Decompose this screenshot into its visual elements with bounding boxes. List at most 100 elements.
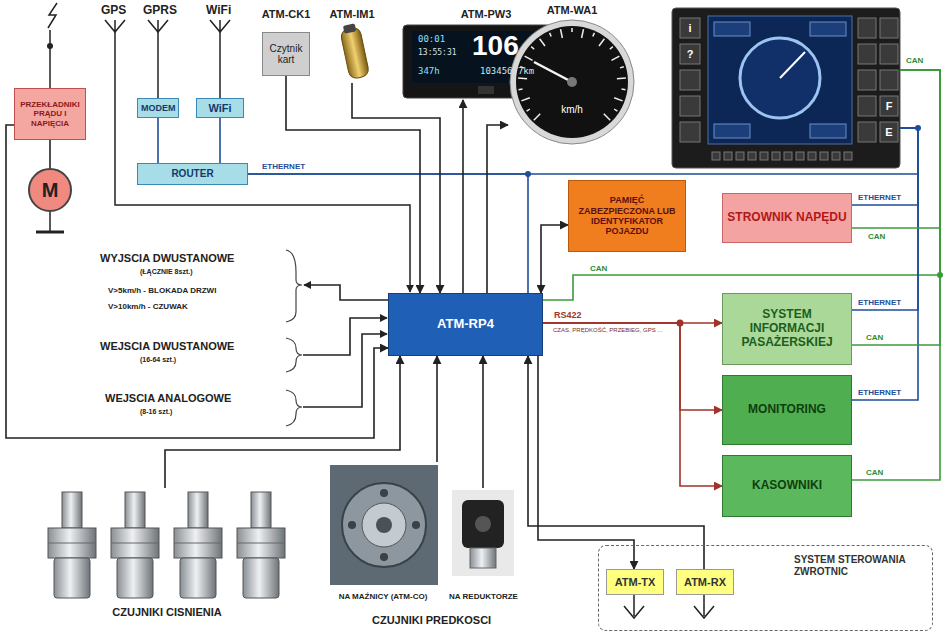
ground-symbol — [49, 212, 51, 232]
driver-display-drawing — [714, 124, 750, 138]
io-heading: WEJSCIA ANALOGOWE — [105, 392, 231, 405]
antenna-label: GPS — [101, 4, 126, 18]
dial-tick — [550, 33, 552, 37]
speedometer-dial — [510, 20, 634, 144]
dial-tick — [599, 39, 604, 46]
connector — [852, 128, 918, 400]
pressure-sensors: CZUJNIKI CISNIENIA — [38, 488, 296, 628]
dial-tick — [527, 109, 530, 111]
driver-display-drawing — [712, 152, 852, 160]
node-label: ATM-RP4 — [437, 317, 494, 332]
pressure-sensor-photo — [174, 492, 222, 598]
driver-display-drawing — [880, 44, 898, 64]
connector — [852, 128, 918, 310]
node-text: SYSTEM STEROWANIA ZWROTNIC — [794, 554, 929, 577]
dial-tick — [534, 114, 540, 120]
display-key — [832, 152, 840, 160]
speedometer-dial — [567, 77, 577, 87]
dial-tick — [518, 77, 527, 79]
connector — [165, 356, 400, 488]
gear-sensor-photo — [452, 490, 514, 576]
dial-tick — [614, 98, 622, 101]
edge-label: RS422 — [553, 310, 583, 320]
driver-display-drawing — [680, 44, 700, 64]
connector — [543, 70, 940, 300]
node-text: 00:01 — [418, 34, 445, 44]
key-device-photo — [343, 23, 356, 33]
connector — [541, 225, 568, 293]
gear-sensor-photo — [475, 516, 491, 532]
display-key — [820, 152, 828, 160]
ground-symbol — [36, 231, 64, 234]
node-text: NA MAŹNICY (ATM-CO) — [322, 592, 444, 601]
dial-tick — [612, 56, 620, 60]
pressure-sensor-photo — [111, 492, 159, 598]
driver-display-drawing — [672, 8, 900, 168]
dial-tick — [610, 47, 613, 50]
dial-tick — [582, 29, 584, 38]
router-box: ROUTER — [137, 163, 248, 185]
gear-sensor-photo — [452, 490, 514, 576]
node-text: i — [680, 18, 700, 38]
antenna-symbol — [105, 20, 125, 32]
group-caption: CZUJNIKI PREDKOSCI — [372, 614, 491, 627]
bus-label: ETHERNET — [858, 193, 901, 202]
connector — [852, 70, 940, 345]
speedometer-dial — [510, 20, 634, 144]
dial-tick — [525, 56, 533, 60]
connector — [286, 76, 420, 293]
connector — [543, 323, 722, 486]
antenna-symbol — [148, 20, 168, 32]
speedometer-dial — [516, 26, 628, 138]
driver-display-drawing — [880, 122, 898, 142]
driver-display-drawing — [708, 16, 852, 144]
node-text: ATM-IM1 — [322, 8, 382, 21]
driver-display-drawing — [880, 18, 898, 38]
signal-note: CZAS, PRĘDKOŚĆ, PRZEBIEG, GPS ... — [553, 327, 673, 334]
axle-sensor: NA MAŹNICY (ATM-CO) — [322, 462, 444, 608]
node-text: E — [880, 122, 898, 142]
drive-box: STROWNIK NAPĘDU — [722, 193, 852, 243]
node-label: KASOWNIKI — [752, 479, 822, 493]
display-unit-drawing — [478, 86, 494, 94]
speedometer-dial — [518, 28, 626, 120]
driver-display-drawing — [680, 122, 700, 142]
connector — [852, 70, 940, 480]
bus-label: CAN — [590, 264, 607, 273]
driver-display-drawing — [810, 22, 846, 36]
node-label: ROUTER — [171, 168, 213, 180]
driver-display-drawing — [858, 122, 876, 142]
dial-tick — [540, 39, 545, 46]
node-label: ATM-RX — [684, 576, 726, 589]
connector — [528, 356, 704, 569]
node-text: ? — [680, 44, 700, 64]
lightning-symbol — [47, 43, 53, 49]
display-key — [724, 152, 732, 160]
io-count: (16-64 szt.) — [140, 356, 176, 364]
bracket — [286, 338, 302, 372]
node-label: PAMIĘĆ ZABEZPIECZONA LUB IDENTYFIKATOR P… — [572, 195, 682, 236]
bus-label: ETHERNET — [858, 298, 901, 307]
node-label: WiFi — [208, 102, 231, 115]
dial-tick — [571, 28, 573, 32]
transformer-box: PRZEKŁADNIKI PRĄDU I NAPIĘCIA — [14, 88, 86, 140]
connector — [538, 356, 634, 569]
gear-sensor: NA REDUKTORZE — [446, 488, 521, 608]
node-text: F — [880, 96, 898, 116]
io-count: (ŁĄCZNIE 8szt.) — [140, 268, 193, 276]
node-label: SYSTEM INFORMACJI PASAŻERSKIEJ — [726, 308, 848, 349]
axle-sensor-photo — [330, 465, 438, 585]
node-text: ATM-WA1 — [508, 4, 636, 17]
connector — [49, 140, 51, 168]
dial-tick — [622, 88, 626, 90]
antenna-symbol — [694, 594, 714, 618]
node-text: 103456.7km — [480, 66, 534, 76]
node-text: 106 — [472, 31, 519, 62]
connector — [248, 128, 918, 174]
bus-label: ETHERNET — [262, 162, 305, 171]
pressure-sensor-photo — [48, 492, 285, 598]
dial-tick — [620, 67, 624, 68]
driver-display-drawing — [810, 124, 846, 138]
connector — [852, 70, 940, 228]
dial-tick — [521, 98, 529, 101]
